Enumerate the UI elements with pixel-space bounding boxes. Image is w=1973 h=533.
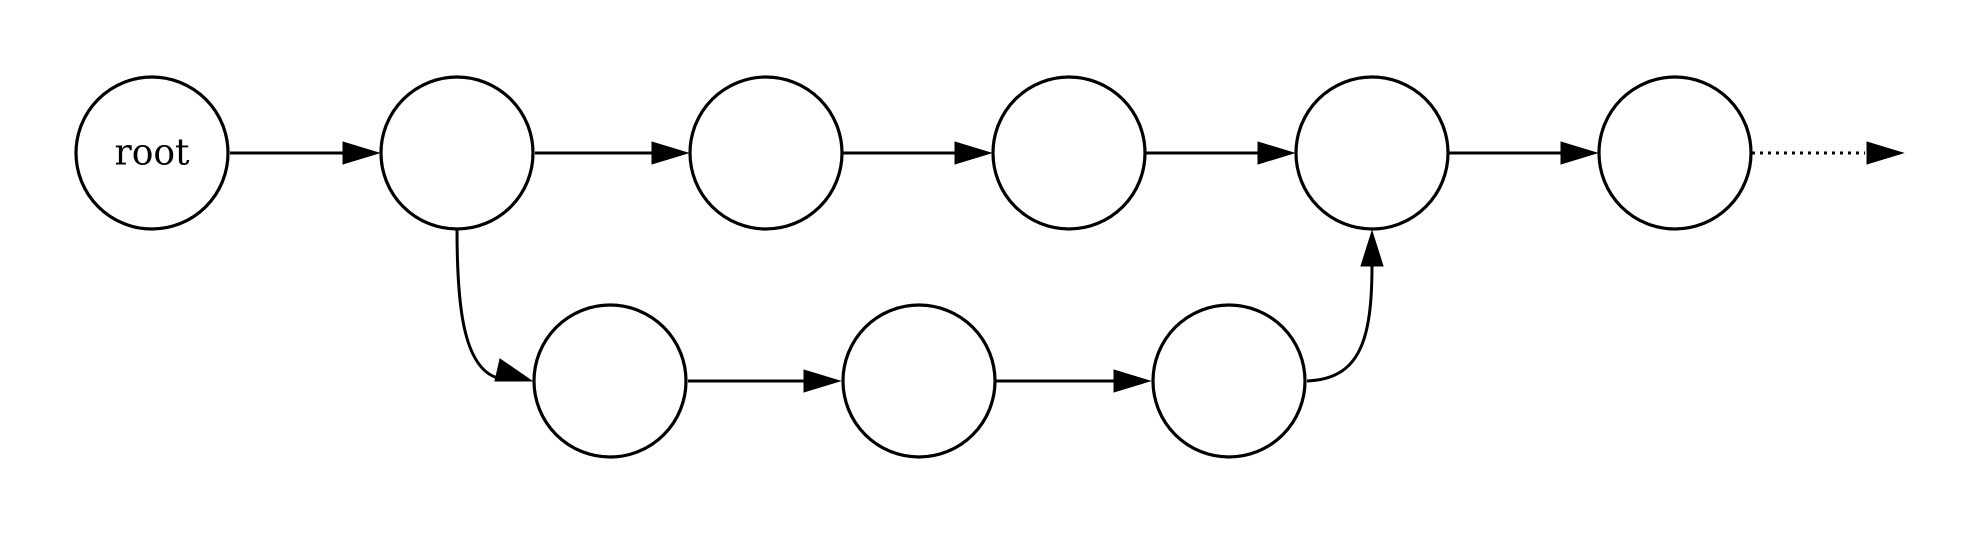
arrowhead-branch-3-merge-to-main-4 (1360, 229, 1384, 267)
arrowhead-root-to-main-1 (342, 141, 381, 165)
commit-circle (74, 75, 230, 231)
commit-node-branch-1 (532, 303, 688, 459)
commit-circle (1597, 75, 1753, 231)
arrowhead-main-1-to-branch-1 (494, 358, 534, 382)
edges (230, 141, 1905, 393)
commit-circle (841, 303, 997, 459)
arrowhead-main-2-to-main-3 (954, 141, 993, 165)
commit-node-main-1 (379, 75, 535, 231)
root-label: root (114, 133, 190, 174)
edge-main-1-to-branch-1 (455, 228, 499, 380)
commit-circle (688, 75, 844, 231)
commit-node-root: root (74, 75, 230, 231)
commit-node-main-5 (1597, 75, 1753, 231)
commit-node-main-2 (688, 75, 844, 231)
commit-circle (1294, 75, 1450, 231)
arrowhead-main-1-to-main-2 (651, 141, 690, 165)
commit-circle (532, 303, 688, 459)
arrowhead-main-3-to-main-4 (1257, 141, 1296, 165)
arrowhead-main-4-to-main-5 (1560, 141, 1599, 165)
commit-node-main-3 (991, 75, 1147, 231)
arrowhead-branch-2-to-branch-3 (1113, 369, 1152, 393)
arrowhead-main-5-continuation (1866, 141, 1905, 165)
commit-circle (991, 75, 1147, 231)
commit-node-main-4 (1294, 75, 1450, 231)
arrowhead-branch-1-to-branch-2 (803, 369, 842, 393)
commit-circle (1151, 303, 1307, 459)
edge-branch-3-merge-to-main-4 (1306, 264, 1374, 383)
commit-circle (379, 75, 535, 231)
nodes: root (74, 75, 1753, 459)
commit-node-branch-3 (1151, 303, 1307, 459)
commit-node-branch-2 (841, 303, 997, 459)
